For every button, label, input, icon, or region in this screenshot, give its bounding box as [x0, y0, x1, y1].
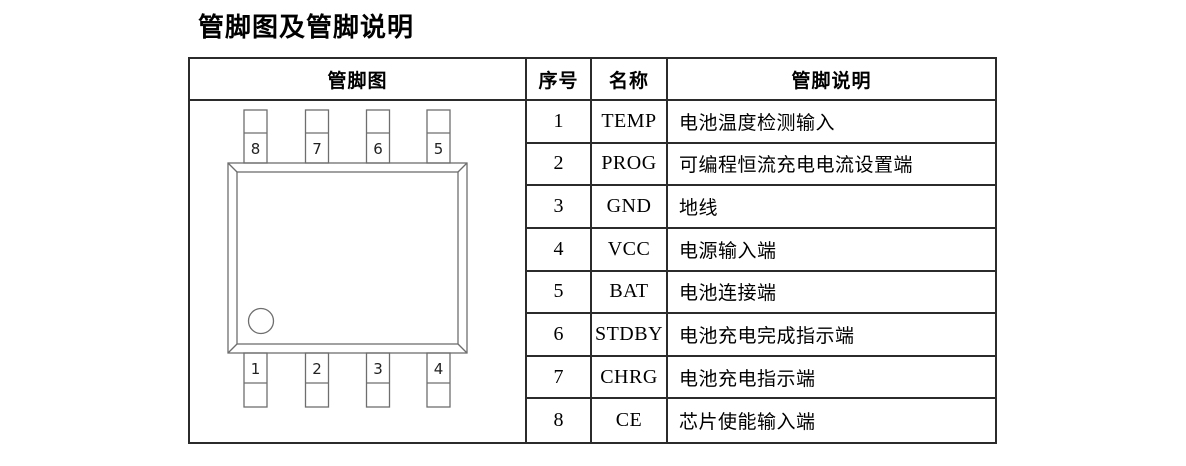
table-row-num: 4 [527, 228, 592, 272]
table-row-desc: 地线 [668, 186, 995, 229]
header-name: 名称 [592, 59, 668, 101]
top-pins: 8 7 6 5 [243, 109, 451, 164]
table-row-desc: 可编程恒流充电电流设置端 [668, 144, 995, 187]
package-body [227, 162, 468, 354]
table-row-name: VCC [592, 228, 668, 272]
pin-number-2: 2 [312, 360, 322, 378]
pin-diagram-cell: 8 7 6 5 [190, 101, 527, 442]
table-row-num: 5 [527, 271, 592, 315]
table-row-name: BAT [592, 271, 668, 315]
bottom-pins: 1 2 3 4 [243, 352, 451, 408]
table-row-num: 2 [527, 143, 592, 187]
table-row-name: CE [592, 399, 668, 442]
table-row-desc: 电池充电完成指示端 [668, 314, 995, 357]
pin-number-7: 7 [312, 140, 322, 158]
pin-number-8: 8 [251, 140, 261, 158]
pin-number-1: 1 [251, 360, 261, 378]
table-row-name: GND [592, 186, 668, 229]
table-row-num: 7 [527, 356, 592, 400]
table-row-desc: 芯片使能输入端 [679, 412, 816, 434]
header-number: 序号 [527, 59, 592, 101]
table-row-name: STDBY [592, 314, 668, 357]
pin-number-5: 5 [434, 140, 444, 158]
table-row-desc: 电池充电指示端 [668, 357, 995, 400]
pin1-indicator-dot [247, 307, 275, 335]
table-row-name: PROG [592, 143, 668, 187]
pin-number-4: 4 [434, 360, 444, 378]
header-description: 管脚说明 [668, 59, 995, 101]
table-row-desc: 电源输入端 [668, 229, 995, 272]
table-row-name: CHRG [592, 356, 668, 400]
pin-number-3: 3 [373, 360, 383, 378]
table-row-name: TEMP [592, 101, 668, 144]
table-row-num: 6 [527, 314, 592, 357]
pin-number-6: 6 [373, 140, 383, 158]
header-pin-diagram: 管脚图 [190, 59, 527, 101]
sop8-package-drawing: 8 7 6 5 [227, 109, 468, 408]
table-row-num: 8 [527, 399, 592, 442]
page-title: 管脚图及管脚说明 [198, 13, 415, 42]
table-row-desc: 电池连接端 [668, 272, 995, 315]
pin-table: 管脚图 序号 名称 管脚说明 8 7 6 5 [188, 57, 997, 444]
table-row-num: 3 [527, 186, 592, 229]
table-row-num: 1 [527, 101, 592, 144]
table-row-desc: 电池温度检测输入 [668, 101, 995, 144]
